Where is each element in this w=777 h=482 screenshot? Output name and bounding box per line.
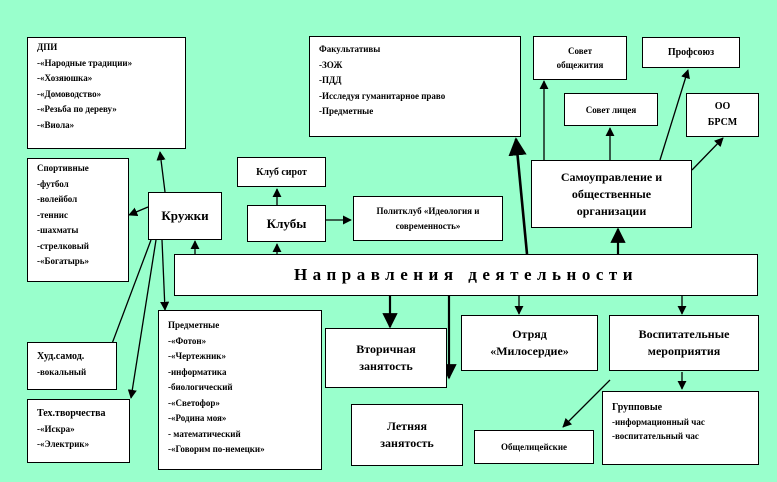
sovet-obshchezhitiya-box: Совет общежития bbox=[533, 36, 627, 80]
dpi-item: -«Хозяюшка» bbox=[37, 73, 93, 83]
fakultativy-item: -Исследуя гуманитарное право bbox=[319, 90, 446, 101]
predmetnye-item: -«Фотон» bbox=[168, 335, 207, 346]
arrow-kruzhki-dpi bbox=[156, 151, 166, 193]
arrow-kruzhki-tekh bbox=[127, 239, 157, 399]
politklub-label: Политклуб «Идеология и современность» bbox=[376, 205, 480, 231]
predmetnye-title: Предметные bbox=[168, 320, 220, 330]
dpi-title: ДПИ bbox=[37, 42, 58, 52]
sport-item: -футбол bbox=[37, 178, 69, 189]
oo-brsm-box: ОО БРСМ bbox=[686, 93, 759, 137]
profsoyuz-box: Профсоюз bbox=[642, 37, 740, 68]
samoupravlenie-box: Самоуправление и общественные организаци… bbox=[531, 160, 692, 228]
politklub-box: Политклуб «Идеология и современность» bbox=[353, 196, 503, 241]
dpi-item: -«Резьба по дереву» bbox=[37, 104, 117, 114]
tekh-tvorchestvo-box: Тех.творчества -«Искра» -«Электрик» bbox=[27, 399, 130, 463]
gruppovye-item: -информационный час bbox=[612, 417, 705, 427]
sport-item: -стрелковый bbox=[37, 240, 89, 251]
arrow-center-fakultativy bbox=[508, 137, 529, 255]
fakultativy-item: -Предметные bbox=[319, 106, 374, 116]
dpi-item: -«Домоводство» bbox=[37, 88, 102, 99]
predmetnye-item: - математический bbox=[168, 428, 241, 439]
center-label: Направления деятельности bbox=[293, 265, 639, 284]
arrow-kruzhki-sport bbox=[128, 206, 149, 217]
kruzhki-box: Кружки bbox=[148, 192, 222, 240]
predmetnye-item: -«Чертежник» bbox=[168, 351, 226, 361]
dpi-item: -«Виола» bbox=[37, 119, 75, 130]
predmetnye-item: -«Светофор» bbox=[168, 397, 220, 408]
sport-item: -волейбол bbox=[37, 194, 78, 204]
hud-item: -вокальный bbox=[37, 366, 87, 377]
sport-title: Спортивные bbox=[37, 163, 89, 173]
sovet-litseya-box: Совет лицея bbox=[564, 93, 658, 126]
otryad-label: Отряд «Милосердие» bbox=[490, 327, 569, 358]
samoupravlenie-label: Самоуправление и общественные организаци… bbox=[560, 169, 663, 218]
fakultativy-box: Факультативы -ЗОЖ -ПДД -Исследуя гуманит… bbox=[309, 36, 521, 137]
oo-brsm-label: ОО БРСМ bbox=[707, 101, 738, 128]
predmetnye-item: -биологический bbox=[168, 382, 233, 392]
vtorichnaya-box: Вторичная занятость bbox=[325, 328, 447, 388]
arrow-samo-oobrsm bbox=[691, 137, 724, 171]
gruppovye-box: Групповые -информационный час -воспитате… bbox=[602, 391, 759, 465]
gruppovye-title: Групповые bbox=[612, 402, 663, 413]
sovet-obshchezhitiya-label: Совет общежития bbox=[556, 46, 604, 70]
letnyaya-box: Летняя занятость bbox=[351, 404, 463, 466]
letnyaya-label: Летняя занятость bbox=[380, 419, 434, 450]
dpi-box: ДПИ -«Народные традиции» -«Хозяюшка» -«Д… bbox=[27, 37, 186, 149]
tekh-item: -«Электрик» bbox=[37, 439, 90, 449]
tekh-item: -«Искра» bbox=[37, 423, 75, 434]
sport-item: -теннис bbox=[37, 209, 68, 220]
predmetnye-item: -«Говорим по-немецки» bbox=[168, 444, 265, 454]
predmetnye-box: Предметные -«Фотон» -«Чертежник» -информ… bbox=[158, 310, 322, 470]
sport-item: -шахматы bbox=[37, 225, 79, 235]
vospitatelnye-box: Воспитательные мероприятия bbox=[609, 315, 759, 371]
profsoyuz-label: Профсоюз bbox=[667, 47, 715, 58]
obshchelitseyskie-box: Общелицейские bbox=[474, 430, 594, 464]
otryad-box: Отряд «Милосердие» bbox=[461, 315, 598, 371]
dpi-item: -«Народные традиции» bbox=[37, 57, 133, 68]
arrow-kruzhki-predmetnye bbox=[160, 239, 170, 311]
kluby-label: Клубы bbox=[266, 215, 307, 231]
gruppovye-item: -воспитательный час bbox=[612, 431, 699, 441]
obshchelitseyskie-label: Общелицейские bbox=[500, 442, 568, 452]
vospitatelnye-label: Воспитательные мероприятия bbox=[638, 327, 730, 358]
vtorichnaya-label: Вторичная занятость bbox=[356, 342, 416, 373]
kluby-box: Клубы bbox=[247, 205, 326, 242]
predmetnye-item: -информатика bbox=[168, 366, 227, 377]
predmetnye-item: -«Родина моя» bbox=[168, 413, 227, 423]
fakultativy-item: -ЗОЖ bbox=[319, 59, 343, 70]
hud-samod-box: Худ.самод. -вокальный bbox=[27, 342, 117, 390]
sport-item: -«Богатырь» bbox=[37, 256, 90, 266]
klub-sirot-label: Клуб сирот bbox=[256, 166, 307, 178]
fakultativy-title: Факультативы bbox=[319, 44, 381, 54]
fakultativy-item: -ПДД bbox=[319, 75, 342, 85]
arrow-samo-profsoyuz bbox=[659, 69, 690, 161]
center-box: Направления деятельности bbox=[174, 254, 758, 296]
hud-title: Худ.самод. bbox=[37, 351, 85, 362]
sport-box: Спортивные -футбол -волейбол -теннис -ша… bbox=[27, 158, 129, 282]
klub-sirot-box: Клуб сирот bbox=[237, 157, 326, 187]
kruzhki-label: Кружки bbox=[161, 208, 209, 223]
sovet-litseya-label: Совет лицея bbox=[585, 104, 637, 115]
tekh-title: Тех.творчества bbox=[37, 408, 106, 419]
